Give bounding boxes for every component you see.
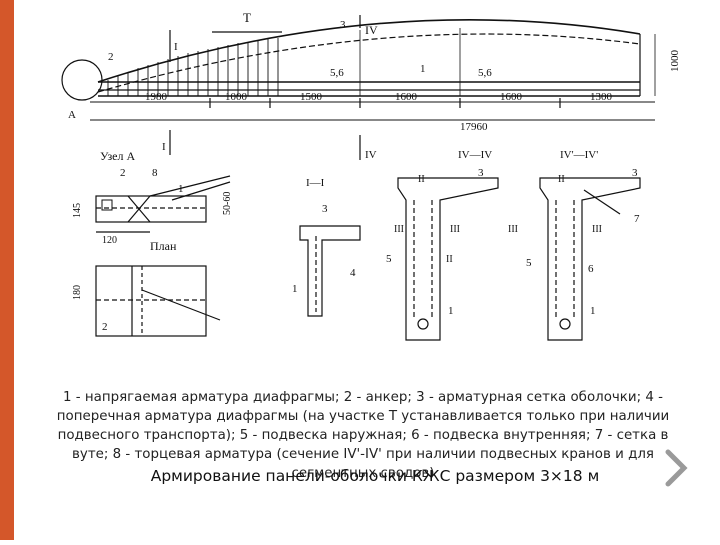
section-iv-iv-outline <box>397 177 499 341</box>
label-1-secp: 1 <box>590 305 596 317</box>
label-iii-left-secp: III <box>508 224 518 235</box>
label-1-node: 1 <box>178 183 184 195</box>
label-2-node: 2 <box>120 167 126 179</box>
span-label: 1000 <box>225 91 248 103</box>
label-i-top: I <box>174 41 178 53</box>
label-6-secp: 6 <box>588 263 594 275</box>
label-3-sec1: 3 <box>322 203 328 215</box>
reinforcement-drawing: T 3 IV I 2 5,6 5,6 1 1000 A 1980 1000 1500… <box>61 10 681 341</box>
label-1-sec1: 1 <box>292 283 298 295</box>
label-iv-top: IV <box>365 23 378 37</box>
slide-accent-bar <box>0 0 14 540</box>
label-5-6-left: 5,6 <box>330 67 344 79</box>
label-3-top: 3 <box>340 19 346 31</box>
span-labels: 1980 1000 1500 1600 1600 1300 <box>145 91 613 103</box>
label-section-i-i: I—I <box>306 177 325 189</box>
label-section-iv-iv: IV—IV <box>458 149 492 161</box>
label-4-sec1: 4 <box>350 267 356 279</box>
label-50-60: 50-60 <box>222 192 233 215</box>
label-5-sec4: 5 <box>386 253 392 265</box>
label-iii-left-sec4: III <box>394 224 404 235</box>
label-7-secp: 7 <box>634 213 640 225</box>
label-2-top: 2 <box>108 51 114 63</box>
shell-arch-top <box>97 18 641 83</box>
next-slide-arrow <box>665 449 688 487</box>
label-1-elev: 1 <box>420 63 426 75</box>
figure-caption: 1 - напрягаемая арматура диафрагмы; 2 - … <box>56 390 670 481</box>
span-label: 1600 <box>395 91 418 103</box>
section-i-i-outline <box>299 225 361 317</box>
label-a: A <box>68 109 76 121</box>
label-3-sec4: 3 <box>478 167 484 179</box>
label-ii-secp: II <box>558 174 565 185</box>
label-3-secp: 3 <box>632 167 638 179</box>
span-label: 1300 <box>590 91 613 103</box>
label-180: 180 <box>72 285 83 300</box>
label-height-1000: 1000 <box>669 50 681 73</box>
reinforcement-mesh-line <box>97 33 641 93</box>
span-label: 1600 <box>500 91 523 103</box>
chevron-right-icon[interactable] <box>664 448 690 488</box>
label-5-6-right: 5,6 <box>478 67 492 79</box>
label-145: 145 <box>72 203 83 218</box>
label-t: T <box>243 10 251 25</box>
label-i-bottom: I <box>162 141 166 153</box>
slide-title: Армирование панели-оболочки КЖС размером… <box>150 467 600 485</box>
label-section-ivp-ivp: IV'—IV' <box>560 149 598 161</box>
label-plan: План <box>150 239 177 253</box>
label-5-secp: 5 <box>526 257 532 269</box>
label-ii-sec4: II <box>418 174 425 185</box>
node-a-plan <box>95 265 207 337</box>
diaphragm-stirrups <box>107 38 279 96</box>
label-total-17960: 17960 <box>460 121 488 133</box>
accent-bar-graphic <box>0 0 14 540</box>
label-iii-right-sec4: III <box>450 224 460 235</box>
label-node-a: Узел A <box>100 149 135 163</box>
label-120: 120 <box>102 235 117 246</box>
node-a-callout-circle <box>61 59 103 101</box>
span-label: 1980 <box>145 91 168 103</box>
span-label: 1500 <box>300 91 323 103</box>
label-iii-right-secp: III <box>592 224 602 235</box>
section-ivp-ivp-outline <box>539 177 641 341</box>
label-ii-bottom-sec4: II <box>446 254 453 265</box>
label-iv-bottom: IV <box>365 149 377 161</box>
label-8-node: 8 <box>152 167 158 179</box>
label-2-plan: 2 <box>102 321 108 333</box>
label-1-sec4: 1 <box>448 305 454 317</box>
